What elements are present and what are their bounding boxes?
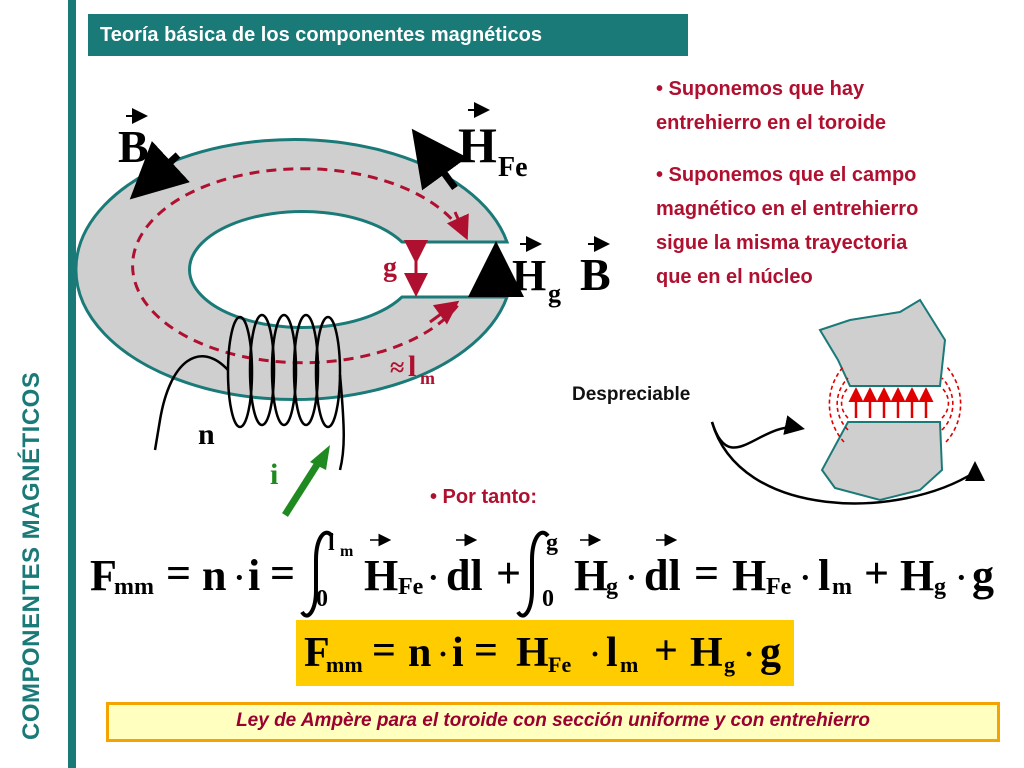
eq2-h1: H [516, 630, 549, 676]
eq2-h1-sub: Fe [548, 652, 571, 677]
hfe-arrow [411, 128, 468, 191]
integral-1 [300, 530, 334, 618]
current-arrow [282, 458, 323, 517]
eq2-l-sub: m [620, 652, 638, 677]
header-banner [88, 14, 688, 56]
eq2-l: l [606, 630, 618, 676]
eq1-h3: H [732, 551, 766, 600]
eq2-eq2: = [474, 628, 498, 674]
current-arrow-head [310, 445, 330, 470]
footer-text: Ley de Ampère para el toroide con secció… [236, 710, 870, 731]
eq1-int2-lower: 0 [542, 586, 554, 612]
b-field-arrow [129, 140, 190, 200]
eq2-i: i [452, 630, 464, 676]
eq1-f: F [90, 551, 117, 600]
eq1-dot5: · [956, 559, 967, 595]
coil [153, 313, 345, 471]
eq1-h2-sub: g [606, 574, 618, 600]
hfe-label-sub: Fe [498, 152, 528, 183]
eq1-h1: H [364, 551, 398, 600]
eq1-plus2: + [864, 549, 889, 598]
b-label: B [118, 121, 149, 172]
eq2-f-sub: mm [326, 652, 363, 677]
eq1-h1-sub: Fe [398, 574, 424, 600]
despreciable-label: Despreciable [572, 384, 691, 405]
eq1-g: g [972, 551, 994, 600]
lm-approx: ≈ [390, 353, 404, 382]
bullet-2-line-4: que en el núcleo [656, 266, 813, 288]
eq1-plus1: + [496, 549, 521, 598]
eq1-dl2: dl [644, 551, 681, 600]
gap-detail [710, 298, 985, 505]
eq1-dot4: · [800, 559, 811, 595]
lm-sub: m [420, 368, 435, 388]
eq2-dot3: · [744, 638, 754, 671]
diagram-labels: B H Fe g H g B ≈ l m n i [118, 102, 611, 491]
bullet-campo: • Suponemos que el campo magnético en el… [656, 158, 996, 294]
lm-l: l [408, 350, 416, 383]
eq1-h4: H [900, 551, 934, 600]
eq1-dot3: · [626, 559, 637, 595]
equation-2: F mm = n · i = H Fe · l m + H g · g [304, 628, 781, 677]
upper-pole [818, 298, 947, 387]
eq1-int1-lower: 0 [316, 586, 328, 612]
eq2-h2: H [690, 630, 723, 676]
bullet-2-line-2: magnético en el entrehierro [656, 198, 919, 220]
bullet-entrehierro: • Suponemos que hay entrehierro en el to… [656, 72, 986, 140]
footer-box [106, 702, 1000, 742]
eq1-eq3: = [694, 549, 719, 598]
toroid-core [74, 138, 510, 401]
eq1-l-sub: m [832, 574, 852, 600]
eq2-dot2: · [590, 638, 600, 671]
eq1-f-sub: mm [114, 574, 154, 600]
bullet-2-line-3: sigue la misma trayectoria [656, 232, 908, 254]
lower-pole [820, 421, 944, 502]
side-accent-bar [68, 0, 76, 768]
eq2-n: n [408, 630, 431, 676]
mean-path-arrow-bottom [429, 300, 460, 325]
hg-label-sub: g [548, 279, 561, 308]
bullet-1-line-1: • Suponemos que hay [656, 78, 865, 100]
mean-path-dashed [131, 167, 464, 365]
g-label: g [383, 252, 397, 283]
bullet-1-line-2: entrehierro en el toroide [656, 112, 887, 134]
eq1-h4-sub: g [934, 574, 946, 600]
header-title: Teoría básica de los componentes magnéti… [100, 24, 542, 46]
bullet-por-tanto: • Por tanto: [430, 486, 537, 508]
eq1-dl1: dl [446, 551, 483, 600]
eq1-int1-upper-sub: m [340, 543, 354, 560]
b2-label: B [580, 249, 611, 300]
eq1-n: n [202, 551, 226, 600]
n-label: n [198, 418, 215, 451]
eq2-f: F [304, 630, 330, 676]
integral-2 [516, 530, 550, 618]
eq2-plus: + [654, 628, 678, 674]
hg-label-h: H [512, 251, 546, 300]
eq2-eq1: = [372, 628, 396, 674]
eq2-g: g [760, 630, 781, 676]
eq1-i: i [248, 551, 260, 600]
eq1-dot2: · [428, 559, 439, 595]
eq1-dot1: · [234, 559, 245, 595]
eq1-l: l [818, 551, 830, 600]
eq1-h2: H [574, 551, 608, 600]
mean-path-arrow-top [446, 211, 469, 241]
equation-1: F mm = n · i = l m 0 H Fe · dl + g 0 H g… [90, 530, 994, 618]
eq2-dot1: · [438, 638, 448, 671]
bullet-2-line-1: • Suponemos que el campo [656, 164, 917, 186]
eq1-eq2: = [270, 549, 295, 598]
result-highlight-box [296, 620, 794, 686]
eq1-h3-sub: Fe [766, 574, 792, 600]
eq2-h2-sub: g [724, 652, 735, 677]
i-label: i [270, 458, 278, 491]
hfe-label-h: H [458, 117, 497, 173]
eq1-eq1: = [166, 549, 191, 598]
eq1-int1-upper: l [328, 530, 335, 556]
eq1-int2-upper: g [546, 530, 558, 556]
